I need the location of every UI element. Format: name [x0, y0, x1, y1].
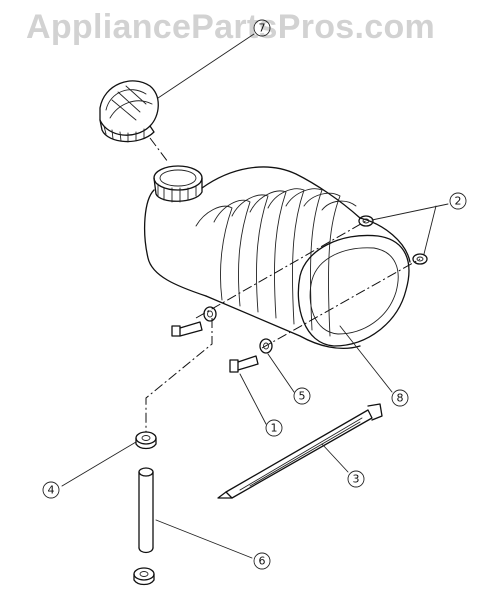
bolt-part-upper [171, 321, 203, 337]
callout-8: 8 [391, 389, 409, 407]
svg-text:5: 5 [299, 390, 306, 403]
clamp-part-upper [135, 431, 157, 450]
nut-part-upper [358, 215, 374, 227]
svg-text:8: 8 [397, 392, 404, 405]
leader-3 [321, 443, 349, 473]
washer-part-lower [259, 338, 273, 354]
watermark-text: AppliancePartsPros.com [26, 8, 435, 46]
leader-2-lower [423, 205, 437, 255]
cable-tie-part [217, 403, 383, 499]
bolt-part-lower [229, 355, 259, 373]
leader-7 [157, 33, 255, 99]
nut-part-lower [412, 253, 428, 265]
leader-5 [267, 353, 295, 393]
svg-text:4: 4 [48, 484, 55, 497]
callout-4: 4 [42, 481, 60, 499]
cap-center-line [149, 137, 169, 163]
callout-7: 7 [253, 19, 271, 37]
leader-4 [61, 441, 137, 487]
callout-3: 3 [347, 470, 365, 488]
clamp-part-lower [133, 567, 155, 586]
callout-5: 5 [293, 387, 311, 405]
leader-2-upper [371, 203, 449, 221]
mount-line-upper [195, 220, 367, 319]
callout-1: 1 [265, 419, 283, 437]
mount-line-vertical [145, 318, 213, 432]
mount-line-lower [261, 258, 421, 349]
washer-part-upper [203, 306, 217, 322]
fuel-hose-part [138, 467, 154, 554]
svg-text:2: 2 [455, 195, 462, 208]
fuel-cap-part [99, 80, 159, 143]
fuel-tank-part [144, 165, 411, 349]
svg-text:1: 1 [271, 422, 278, 435]
svg-text:3: 3 [353, 473, 360, 486]
callout-6: 6 [253, 552, 271, 570]
svg-text:6: 6 [259, 555, 266, 568]
callout-2: 2 [449, 192, 467, 210]
leader-6 [155, 519, 253, 559]
leader-1 [239, 373, 267, 425]
svg-text:7: 7 [259, 22, 266, 35]
leader-8 [339, 325, 393, 393]
